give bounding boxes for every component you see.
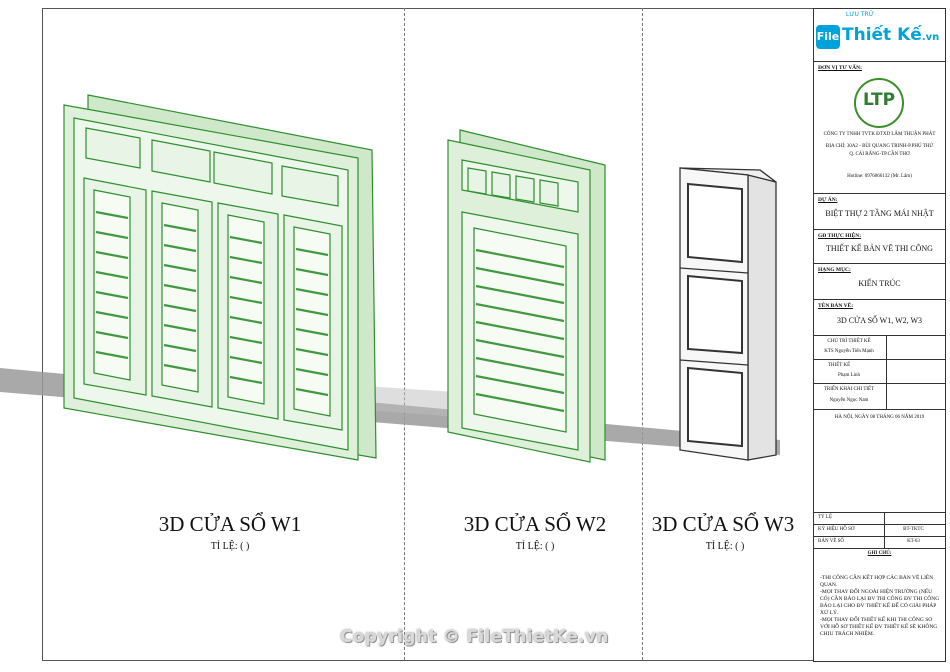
notes-label: GHI CHÚ: (867, 551, 892, 556)
w1-transom-2 (151, 139, 211, 183)
w2-transom-pane-4 (539, 179, 559, 207)
logo-brand-text: Thiết Kế (842, 25, 922, 45)
sheet-border-bottom (42, 660, 813, 661)
consultant-cell: ĐƠN VỊ TƯ VẤN: LTP CÔNG TY TNHH TVTK ĐTX… (814, 61, 945, 194)
view-title-w2: 3D CỬA SỔ W2 (463, 512, 607, 536)
scale-row: TỶ LỆ (814, 512, 945, 525)
detail-label: TRIỂN KHAI CHI TIẾT (823, 387, 875, 392)
logo-brand-suffix: .vn (921, 32, 940, 43)
signature-column-line (886, 335, 887, 409)
category-label: HẠNG MỤC: (818, 267, 851, 273)
window-w2 (447, 129, 606, 463)
chief-label: CHỦ TRÌ THIẾT KẾ (827, 339, 871, 344)
company-address-2: Q. CÁI RĂNG-TP.CẦN THƠ (849, 152, 910, 157)
w3-pane-1 (687, 182, 743, 264)
w1-panel-1 (93, 189, 131, 381)
note-item: -THI CÔNG CẦN KẾT HỢP CÁC BẢN VẼ LIÊN QU… (820, 575, 934, 588)
stage-name: THIẾT KẾ BẢN VẼ THI CÔNG (826, 244, 933, 253)
w1-louvers (95, 210, 329, 397)
window-w1 (63, 94, 377, 461)
sheet-row: BẢN VẼ SỐ KT-63 (814, 536, 945, 549)
date-text: HÀ NỘI, NGÀY 08 THÁNG 06 NĂM 2019 (834, 415, 925, 420)
drawing-name: 3D CỬA SỔ W1, W2, W3 (836, 316, 923, 325)
company-logo-circle: LTP (854, 78, 904, 128)
project-label: DỰ ÁN: (818, 197, 838, 203)
chief-name: KTS Nguyễn Tiến Mạnh (824, 349, 874, 354)
w3-pane-2 (687, 274, 743, 355)
detail-cell: TRIỂN KHAI CHI TIẾT Nguyễn Ngọc Nam (814, 383, 945, 410)
view-divider-1 (404, 8, 405, 660)
company-name: CÔNG TY TNHH TVTK ĐTXD LÂM THUẬN PHÁT (823, 132, 936, 137)
logo-small-text: LƯU TRỮ (846, 11, 874, 18)
drawing-label: TÊN BẢN VẼ: (818, 303, 854, 309)
stage-cell: GĐ THỰC HIỆN: THIẾT KẾ BẢN VẼ THI CÔNG (814, 229, 945, 264)
designer-name: Phạm Linh (837, 373, 861, 378)
sheet-value: KT-63 (907, 539, 920, 544)
consultant-label: ĐƠN VỊ TƯ VẤN: (818, 65, 862, 71)
notes-list: -THI CÔNG CẦN KẾT HỢP CÁC BẢN VẼ LIÊN QU… (820, 575, 940, 638)
project-cell: DỰ ÁN: BIỆT THỰ 2 TẦNG MÁI NHẬT (814, 193, 945, 230)
designer-label: THIẾT KẾ (827, 363, 851, 368)
code-value: BT-TKTC (903, 527, 924, 532)
sheet-border-left (42, 8, 43, 660)
filethietke-logo: LƯU TRỮ File Thiết Kế.vn (814, 9, 945, 55)
code-column-line (884, 512, 885, 548)
company-logo-text: LTP (862, 90, 896, 110)
w3-rail-2 (679, 359, 749, 366)
sheet-label: BẢN VẼ SỐ (818, 539, 845, 544)
designer-cell: THIẾT KẾ Phạm Linh (814, 359, 945, 384)
note-item: -MỌI THAY ĐỔI THIẾT KẾ KHI THI CÔNG SO V… (820, 617, 938, 637)
w1-transom-3 (213, 151, 273, 195)
view-scale-w1: TỈ LỆ: ( ) (210, 541, 250, 552)
note-item: -MỌI THAY ĐỔI NGOÀI HIỆN TRƯỜNG (NẾU CÓ)… (820, 589, 940, 616)
w2-transom-pane-1 (467, 167, 487, 195)
w3-rail-1 (679, 267, 749, 274)
project-name: BIỆT THỰ 2 TẦNG MÁI NHẬT (825, 209, 934, 218)
sheet-border-top (42, 8, 813, 9)
category-cell: HẠNG MỤC: KIẾN TRÚC (814, 263, 945, 300)
w2-transom-pane-3 (515, 175, 535, 203)
category-name: KIẾN TRÚC (858, 279, 901, 288)
scale-label: TỶ LỆ (818, 515, 833, 520)
code-label: KÝ HIỆU HỒ SƠ (818, 527, 855, 532)
chief-cell: CHỦ TRÌ THIẾT KẾ KTS Nguyễn Tiến Mạnh (814, 335, 945, 360)
w2-louvers (475, 248, 565, 413)
w3-pane-3 (687, 366, 743, 448)
w2-transom-pane-2 (491, 171, 511, 199)
copyright-watermark: Copyright © FileThietKe.vn (340, 627, 609, 647)
date-cell: HÀ NỘI, NGÀY 08 THÁNG 06 NĂM 2019 (814, 409, 945, 513)
code-row: KÝ HIỆU HỒ SƠ BT-TKTC (814, 524, 945, 537)
title-block: LƯU TRỮ File Thiết Kế.vn ĐƠN VỊ TƯ VẤN: … (813, 8, 946, 662)
view-scale-w3: TỈ LỆ: ( ) (705, 541, 745, 552)
logo-text: Thiết Kế.vn (842, 25, 939, 45)
view-title-w3: 3D CỬA SỔ W3 (651, 512, 795, 536)
window-views-drawing (0, 94, 780, 463)
company-hotline: Hotline: 0976066132 (Mr. Lâm) (847, 174, 912, 179)
w3-side (747, 174, 777, 461)
notes-cell: GHI CHÚ: -THI CÔNG CẦN KẾT HỢP CÁC BẢN V… (814, 548, 945, 662)
w1-transom-1 (85, 127, 141, 169)
detail-name: Nguyễn Ngọc Nam (829, 398, 869, 403)
stage-label: GĐ THỰC HIỆN: (818, 233, 862, 239)
view-scale-w2: TỈ LỆ: ( ) (515, 541, 555, 552)
logo-box: File (816, 25, 840, 49)
drawing-cell: TÊN BẢN VẼ: 3D CỬA SỔ W1, W2, W3 (814, 299, 945, 336)
w1-transom-4 (281, 165, 339, 207)
view-title-w1: 3D CỬA SỔ W1 (158, 512, 302, 536)
company-address-1: ĐỊA CHỈ: 30A2 - BÙI QUANG TRINH-P.PHÚ TH… (825, 144, 934, 149)
window-w3 (679, 167, 777, 461)
view-divider-2 (642, 8, 643, 660)
